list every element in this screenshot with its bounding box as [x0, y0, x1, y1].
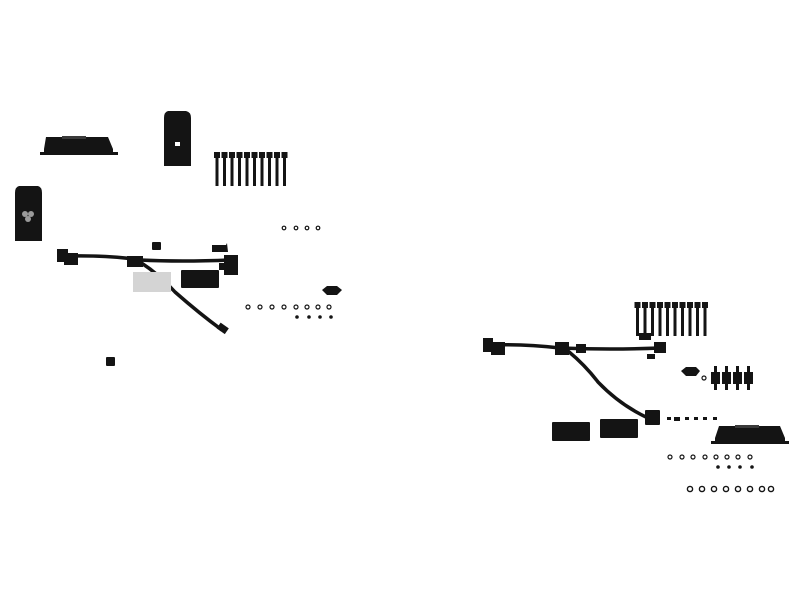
loose-plug-icon — [106, 357, 115, 366]
flange-nut-right-icon — [681, 367, 707, 381]
wiring-harness-icon — [57, 249, 238, 335]
washer-row-icon — [245, 304, 332, 310]
bolt-set-icon — [214, 152, 288, 186]
washer-row-right-icon — [667, 454, 753, 460]
flat-control-module-right-icon — [711, 425, 789, 444]
pin-cluster-icon — [711, 366, 753, 390]
small-ring-row-icon — [281, 225, 321, 231]
rubber-pad-icon — [181, 270, 219, 288]
clip-strip-icon — [667, 417, 717, 421]
rivet-row-icon — [295, 315, 333, 319]
small-clip-icon — [152, 242, 161, 250]
emblem-cover-icon — [15, 186, 42, 241]
light-spacer-block-icon — [133, 272, 171, 292]
rubber-pad-right-2-icon — [600, 419, 638, 438]
large-washer-row-icon — [686, 485, 775, 493]
bolt-set-right-icon — [634, 302, 708, 336]
rubber-pad-right-1-icon — [552, 422, 590, 441]
bracket-clip-icon — [212, 243, 228, 252]
left-kit — [15, 111, 342, 366]
flat-control-module-icon — [40, 136, 118, 155]
rivet-row-right-icon — [716, 465, 754, 469]
flange-nut-icon — [322, 286, 342, 295]
tall-cover-plate-icon — [164, 111, 191, 166]
right-kit — [483, 302, 789, 493]
wiring-harness-right-icon — [483, 333, 666, 425]
